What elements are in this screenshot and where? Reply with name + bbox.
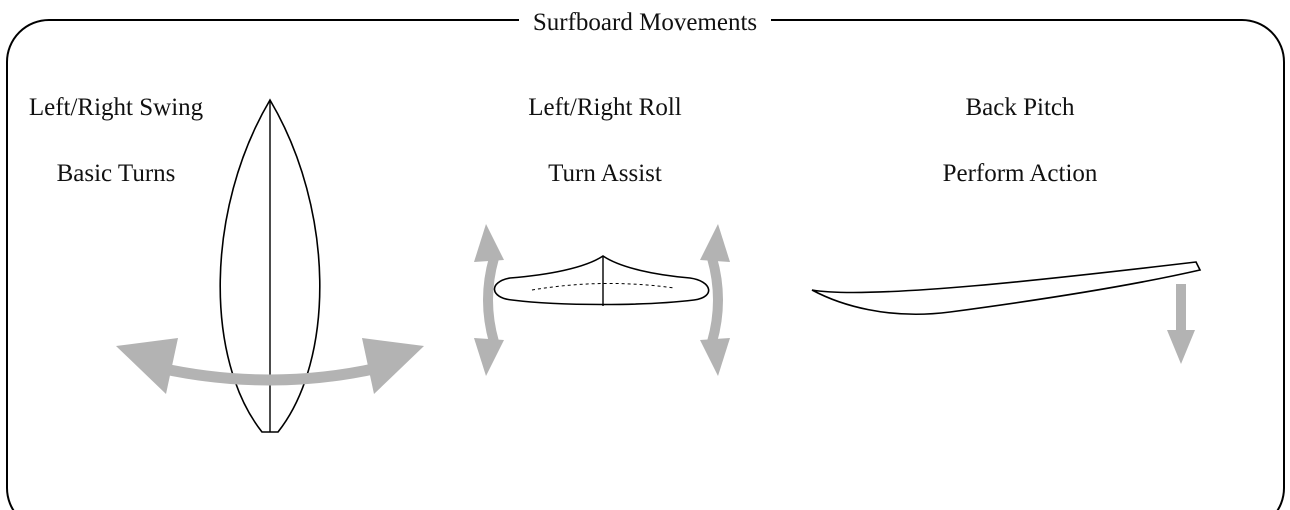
roll-left-arrow-icon (474, 224, 504, 376)
action-label-basic-turns: Basic Turns (56, 160, 176, 187)
movement-label-pitch: Back Pitch (965, 94, 1075, 121)
action-label-perform-action: Perform Action (942, 160, 1098, 187)
roll-right-arrow-icon (700, 224, 730, 376)
pitch-down-arrow-icon (1167, 284, 1195, 364)
movement-label-swing: Left/Right Swing (28, 94, 204, 121)
movement-label-roll: Left/Right Roll (528, 94, 682, 121)
diagram-title: Surfboard Movements (0, 8, 1290, 38)
swing-arrow-icon (116, 338, 424, 394)
surfboard-front-view (493, 255, 710, 306)
surfboard-side-view (811, 261, 1202, 315)
action-label-turn-assist: Turn Assist (548, 160, 662, 187)
